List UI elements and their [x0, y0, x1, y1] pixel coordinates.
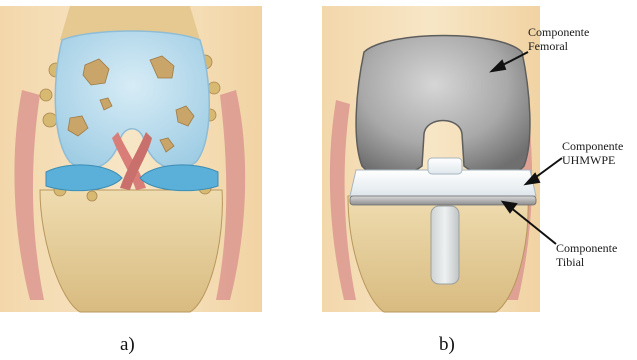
tibial-label-line2: Tibial — [556, 255, 585, 269]
panel-b-illustration — [322, 6, 540, 312]
tibial-label-line1: Componente — [556, 241, 617, 255]
femoral-label-line1: Componente — [528, 25, 589, 39]
uhmwpe-label-line2: UHMWPE — [562, 153, 615, 167]
tibial-stem — [431, 206, 459, 284]
uhmwpe-post — [428, 158, 462, 174]
panel-a-illustration — [0, 6, 262, 312]
caption-b: b) — [439, 334, 455, 355]
uhmwpe-label-line1: Componente — [562, 139, 623, 153]
femoral-label-line2: Femoral — [528, 39, 569, 53]
caption-a: a) — [120, 334, 135, 355]
tibia-bone — [40, 190, 222, 312]
